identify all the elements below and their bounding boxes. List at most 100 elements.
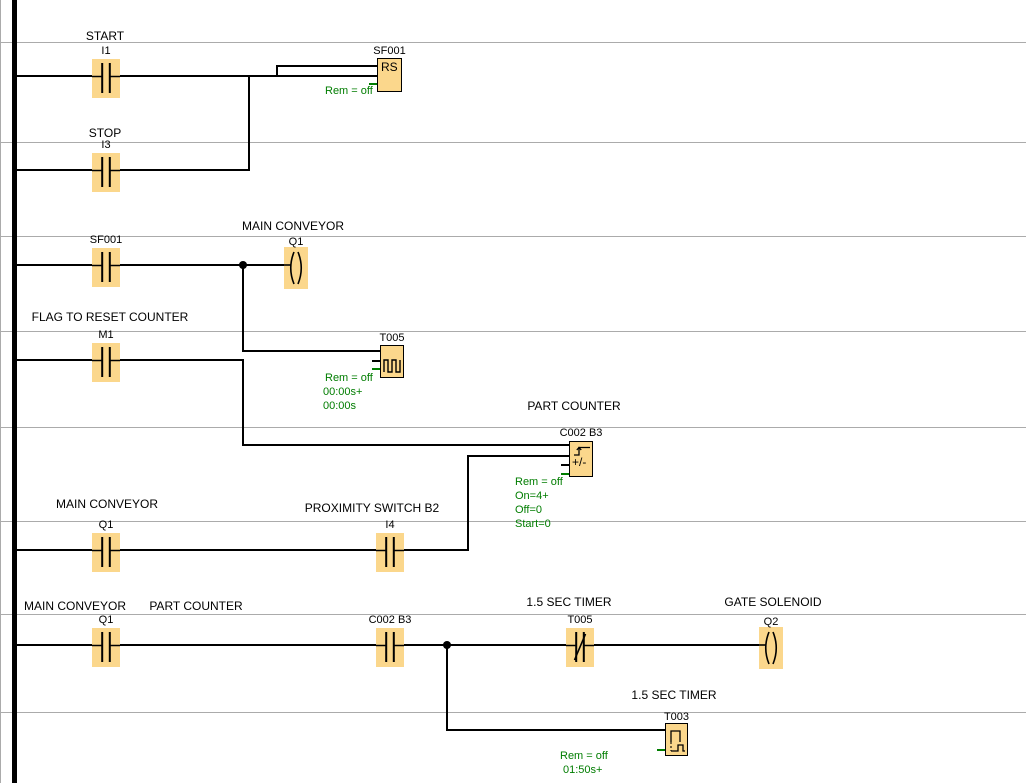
contact-nc-T005[interactable]: [566, 628, 594, 667]
block-parameter-text: 01:50s+: [563, 764, 603, 776]
contact-symbol-icon: [92, 248, 120, 287]
contact-no-C002B3[interactable]: [376, 628, 404, 667]
wire-vertical[interactable]: [242, 359, 244, 446]
rung-comment[interactable]: STOP: [88, 126, 122, 140]
rung-comment[interactable]: 1.5 SEC TIMER: [631, 688, 717, 702]
wire-horizontal[interactable]: [15, 169, 250, 171]
block-parameter-text: Rem = off: [560, 750, 608, 762]
wire-vertical[interactable]: [248, 75, 250, 171]
contact-label: I3: [101, 139, 111, 151]
block-parameter-text: 00:00s+: [323, 386, 363, 398]
block-parameter-text: Rem = off: [325, 85, 373, 97]
wire-horizontal[interactable]: [467, 455, 570, 457]
parameter-pin-stub: [369, 83, 377, 85]
contact-label: SF001: [89, 234, 123, 246]
contact-label: Q1: [98, 614, 114, 626]
block-icon-text: RS: [381, 60, 398, 74]
rung-comment[interactable]: PART COUNTER: [149, 599, 243, 613]
contact-no-Q1[interactable]: [92, 533, 120, 572]
rung-comment[interactable]: START: [85, 29, 125, 43]
contact-symbol-icon: [376, 533, 404, 572]
junction-dot: [239, 261, 247, 269]
contact-label: I1: [101, 45, 111, 57]
rung-comment[interactable]: MAIN CONVEYOR: [241, 219, 345, 233]
block-parameter-text: Off=0: [515, 504, 543, 516]
wire-horizontal[interactable]: [15, 75, 378, 77]
block-parameter-text: 00:00s: [323, 400, 357, 412]
contact-no-I3[interactable]: [92, 153, 120, 192]
contact-symbol-icon: [566, 628, 594, 667]
block-rs-latch-SF001[interactable]: RS: [377, 58, 402, 92]
wire-vertical[interactable]: [242, 264, 244, 352]
block-icon-text: +/-: [572, 455, 587, 469]
junction-dot: [443, 641, 451, 649]
contact-symbol-icon: [92, 343, 120, 382]
wire-horizontal[interactable]: [276, 65, 378, 67]
contact-symbol-icon: [92, 628, 120, 667]
power-rail: [12, 0, 17, 783]
coil-symbol-icon: [759, 627, 783, 669]
contact-no-M1[interactable]: [92, 343, 120, 382]
contact-label: C002 B3: [368, 614, 412, 626]
rung-separator: [0, 142, 1026, 143]
block-label: T005: [379, 332, 405, 344]
rung-separator: [0, 712, 1026, 713]
rung-separator: [0, 614, 1026, 615]
rung-separator: [0, 427, 1026, 428]
coil-label: Q1: [288, 236, 304, 248]
block-updown-counter-C002B3[interactable]: +/-: [569, 441, 593, 477]
wiper-icon: [670, 730, 685, 752]
rung-comment[interactable]: 1.5 SEC TIMER: [526, 595, 612, 609]
wire-horizontal[interactable]: [242, 350, 381, 352]
wire-horizontal[interactable]: [15, 359, 244, 361]
rung-separator: [0, 236, 1026, 237]
pulse-icon: [383, 359, 401, 373]
contact-label: T005: [567, 614, 593, 626]
contact-symbol-icon: [376, 628, 404, 667]
counter-icon: [574, 446, 590, 456]
wire-vertical[interactable]: [446, 644, 448, 731]
rung-comment[interactable]: PART COUNTER: [527, 399, 621, 413]
coil-Q2[interactable]: [759, 627, 783, 669]
parameter-pin-stub: [372, 368, 380, 370]
contact-no-Q1[interactable]: [92, 628, 120, 667]
wire-horizontal[interactable]: [15, 264, 286, 266]
rung-separator: [0, 42, 1026, 43]
block-parameter-text: Rem = off: [515, 476, 563, 488]
wire-vertical[interactable]: [276, 65, 278, 77]
input-pin-stub: [372, 360, 380, 362]
wire-horizontal[interactable]: [446, 729, 667, 731]
contact-no-SF001[interactable]: [92, 248, 120, 287]
contact-no-I1[interactable]: [92, 59, 120, 98]
block-pulse-output-timer-T003[interactable]: [665, 723, 688, 756]
rung-comment[interactable]: MAIN CONVEYOR: [23, 599, 127, 613]
contact-symbol-icon: [92, 533, 120, 572]
contact-symbol-icon: [92, 59, 120, 98]
coil-symbol-icon: [284, 247, 308, 289]
block-parameter-text: On=4+: [515, 490, 549, 502]
parameter-pin-stub: [561, 473, 569, 475]
block-label: SF001: [373, 45, 406, 57]
wire-horizontal[interactable]: [15, 549, 469, 551]
block-parameter-text: Rem = off: [325, 372, 373, 384]
rung-comment[interactable]: MAIN CONVEYOR: [55, 497, 159, 511]
wire-horizontal[interactable]: [242, 444, 570, 446]
contact-symbol-icon: [92, 153, 120, 192]
wire-vertical[interactable]: [467, 455, 469, 551]
coil-Q1[interactable]: [284, 247, 308, 289]
page-edge-line: [0, 0, 1, 783]
rung-comment[interactable]: GATE SOLENOID: [724, 595, 822, 609]
rung-comment[interactable]: FLAG TO RESET COUNTER: [31, 310, 189, 324]
contact-label: Q1: [98, 519, 114, 531]
input-pin-stub: [561, 464, 569, 466]
rung-separator: [0, 331, 1026, 332]
block-pulse-generator-timer-T005[interactable]: [380, 345, 404, 378]
rung-comment[interactable]: PROXIMITY SWITCH B2: [304, 501, 440, 515]
contact-label: M1: [98, 329, 114, 341]
parameter-pin-stub: [657, 749, 665, 751]
contact-no-I4[interactable]: [376, 533, 404, 572]
block-label: C002 B3: [559, 427, 603, 439]
block-parameter-text: Start=0: [515, 518, 551, 530]
coil-label: Q2: [763, 616, 779, 628]
